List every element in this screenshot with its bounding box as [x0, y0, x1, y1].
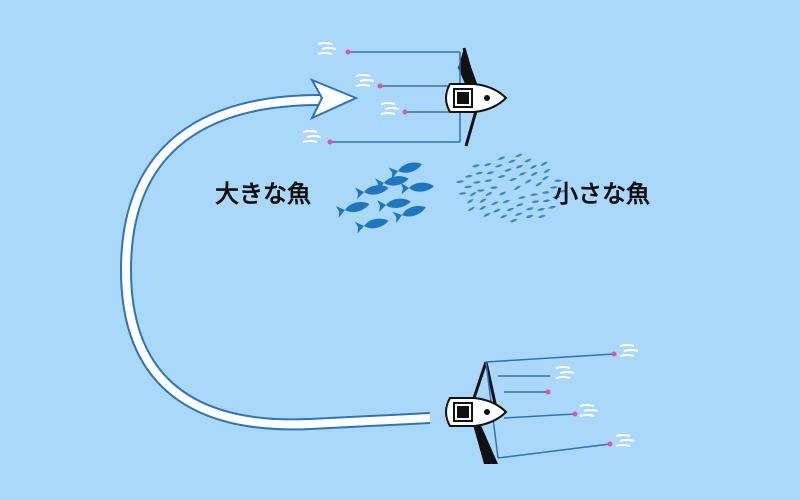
small-fish-icon — [504, 168, 512, 172]
boat-top — [302, 42, 507, 147]
small-fish-icon — [500, 214, 508, 219]
small-fish-icon — [485, 191, 493, 196]
small-fish-icon — [549, 186, 558, 189]
small-fish-icon — [541, 175, 549, 181]
small-fish-icon — [499, 191, 507, 196]
small-fish-icon — [464, 175, 473, 178]
small-fish-icon — [524, 158, 532, 163]
small-fish-icon — [541, 191, 550, 194]
small-fish-icon — [502, 199, 510, 204]
small-fish-icon — [476, 189, 485, 192]
small-fish-icon — [530, 193, 538, 196]
fish-icon — [377, 195, 412, 213]
wake-icon — [317, 42, 337, 55]
boat-icon — [445, 83, 507, 113]
lure-icon — [327, 139, 333, 145]
small-fish-icon — [515, 164, 524, 169]
wake-icon — [579, 404, 599, 417]
lure-icon — [545, 389, 551, 395]
small-fish-icon — [524, 179, 532, 184]
small-fish-icon — [529, 164, 537, 169]
wake-icon — [355, 74, 375, 87]
small-fish-icon — [518, 172, 527, 176]
small-fish-icon — [530, 171, 538, 176]
small-fish-school — [456, 153, 568, 223]
small-fish-icon — [469, 192, 477, 197]
fishing-lines-bottom — [485, 353, 615, 459]
small-fish-icon — [464, 185, 473, 189]
small-fish-icon — [526, 207, 534, 211]
u-turn-arrow-fill — [121, 96, 431, 429]
fish-icon — [354, 214, 390, 234]
small-fish-icon — [497, 156, 506, 160]
wake-icon — [380, 102, 400, 115]
small-fish-icon — [491, 201, 499, 206]
small-fish-icon — [483, 163, 492, 167]
boat-bottom — [445, 344, 639, 464]
small-fish-icon — [486, 171, 495, 175]
small-fish-icon — [531, 200, 540, 204]
small-fish-icon — [514, 185, 521, 191]
large-fish-school — [335, 158, 435, 234]
small-fish-icon — [537, 208, 545, 211]
fish-icon — [335, 198, 371, 218]
small-fish-icon — [484, 179, 493, 182]
small-fish-icon — [479, 198, 487, 203]
small-fish-icon — [479, 205, 487, 210]
small-fish-icon — [506, 207, 515, 212]
small-fish-icon — [472, 164, 480, 168]
arrow-head-icon — [309, 77, 359, 121]
lure-icon — [345, 49, 351, 55]
big-fish-label: 大きな魚 — [215, 180, 311, 208]
fish-icon — [388, 158, 424, 179]
small-fish-icon — [483, 212, 491, 217]
wake-icon — [302, 130, 322, 143]
small-fish-icon — [467, 206, 475, 212]
small-fish-icon — [538, 214, 546, 218]
small-fish-icon — [456, 180, 464, 184]
lure-icon — [607, 441, 613, 447]
small-fish-icon — [509, 177, 517, 181]
small-fish-icon — [552, 195, 561, 199]
small-fish-icon — [535, 181, 543, 187]
small-fish-icon — [514, 212, 523, 216]
small-fish-icon — [508, 159, 516, 163]
small-fish-icon — [518, 196, 526, 199]
wake-icon — [615, 434, 635, 447]
boat-icon — [445, 397, 507, 427]
small-fish-icon — [515, 153, 523, 158]
lure-icon — [402, 109, 408, 115]
small-fish-icon — [548, 205, 557, 209]
small-fish-icon — [540, 161, 548, 166]
lure-icon — [572, 411, 578, 417]
small-fish-icon — [515, 203, 524, 207]
wake-icon — [555, 366, 575, 379]
small-fish-icon — [542, 199, 551, 203]
small-fish-icon — [559, 189, 568, 193]
wake-icon — [619, 344, 639, 357]
lure-icon — [611, 351, 617, 357]
lure-icon — [377, 83, 383, 89]
small-fish-label: 小さな魚 — [554, 180, 650, 208]
small-fish-icon — [493, 208, 501, 213]
small-fish-icon — [473, 181, 481, 184]
small-fish-icon — [490, 186, 498, 189]
fish-icon — [400, 180, 435, 195]
small-fish-icon — [525, 214, 534, 218]
small-fish-icon — [466, 199, 474, 204]
small-fish-icon — [475, 171, 484, 175]
small-fish-icon — [458, 192, 467, 195]
small-fish-icon — [543, 168, 551, 174]
small-fish-icon — [554, 179, 562, 182]
small-fish-icon — [495, 164, 503, 168]
fish-icon — [355, 181, 390, 200]
small-fish-icon — [497, 175, 506, 178]
small-fish-icon — [509, 218, 518, 223]
